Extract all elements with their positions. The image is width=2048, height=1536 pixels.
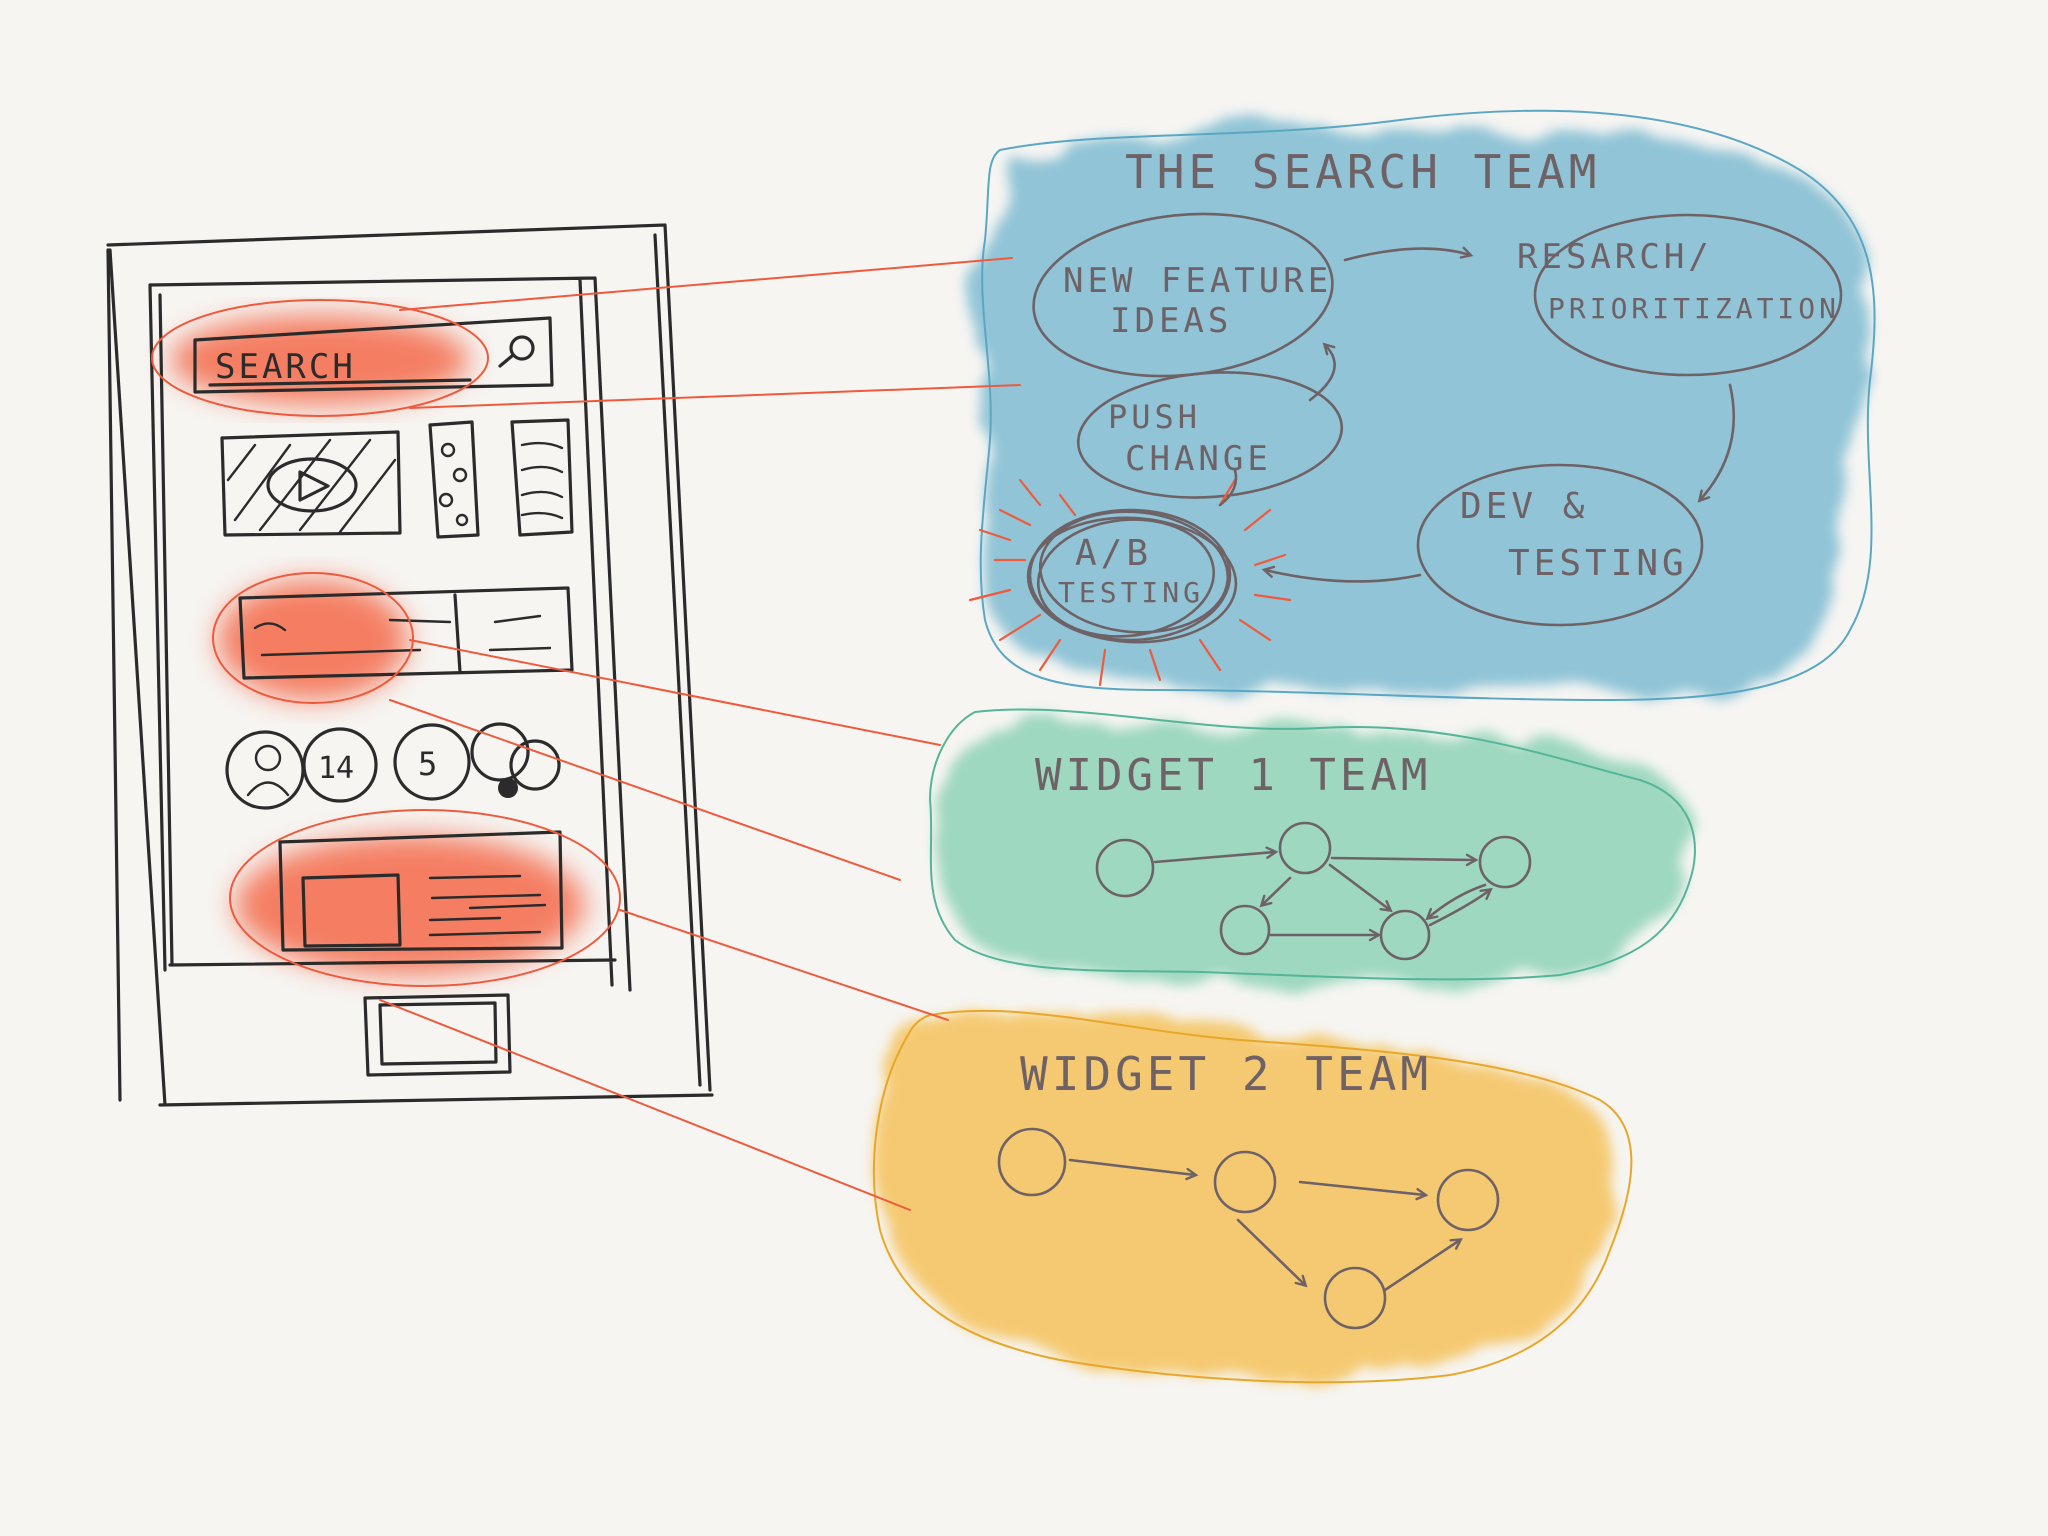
search-connector-bottom [409, 384, 1021, 409]
w1-arrow-ce [1425, 883, 1487, 921]
search-bar-label: SEARCH [215, 347, 356, 387]
widget2-lines [428, 874, 547, 937]
badge-dot [498, 778, 518, 798]
w1-node-d [1219, 904, 1271, 956]
badge-group-b [509, 739, 561, 791]
phone-sketch: SEARCH 14 5 [106, 223, 714, 1107]
avatar-icon [254, 744, 282, 772]
node-ab-testing-line1: A/B [1075, 533, 1152, 574]
node-dev-testing [1416, 463, 1704, 627]
w1-node-b [1278, 821, 1332, 875]
widget1-ring [212, 572, 414, 704]
video-hatching [226, 438, 397, 534]
w1-arrow-ab [1153, 846, 1279, 864]
w2-node-c [1436, 1168, 1500, 1232]
widget1-team-diagram: WIDGET 1 TEAM [1035, 750, 1532, 961]
widget1-connector-bottom [389, 699, 901, 881]
video-thumbnail [220, 430, 402, 537]
widget2-connector-top [619, 909, 949, 1021]
search-team-diagram: THE SEARCH TEAM NEW FEATURE IDEAS RESARC… [968, 145, 1843, 687]
w2-node-a [997, 1127, 1067, 1197]
badge-5 [393, 723, 471, 801]
widget1-team-title: WIDGET 1 TEAM [1035, 750, 1431, 801]
play-icon [298, 470, 330, 502]
w2-node-b [1213, 1150, 1277, 1214]
arrow-research-to-dev [1697, 383, 1736, 503]
badge-group-a [470, 722, 530, 782]
arrow-push-to-ideas [1308, 342, 1336, 402]
dots-card [428, 420, 480, 539]
widget2-connector-bottom [379, 999, 911, 1211]
widget2-team-title: WIDGET 2 TEAM [1020, 1047, 1432, 1101]
node-push-change [1076, 371, 1344, 499]
w1-arrow-bd [1259, 876, 1292, 908]
phone-screen [148, 276, 632, 992]
node-research-line1: RESARCH/ [1517, 237, 1713, 277]
search-ring [151, 299, 489, 417]
badges-row: 14 5 [225, 722, 561, 810]
badge-5-label: 5 [418, 745, 437, 783]
node-ab-testing: A/B TESTING [968, 478, 1292, 687]
badge-14 [302, 727, 378, 803]
node-dev-testing-line1: DEV & [1460, 486, 1588, 527]
search-team-wash [976, 109, 1876, 702]
node-ab-testing-line2: TESTING [1058, 576, 1204, 609]
widget2-sketch [278, 830, 564, 952]
w2-arrow-dc [1383, 1238, 1463, 1292]
widget1-highlight [218, 580, 408, 700]
search-bar [193, 316, 554, 394]
text-card [510, 418, 574, 537]
w1-node-a [1095, 838, 1155, 898]
search-underline [208, 378, 472, 387]
node-research [1533, 213, 1843, 377]
widget2-highlight [235, 835, 585, 975]
widget2-team-wash [872, 1009, 1633, 1384]
connectors [151, 257, 1021, 1211]
widget2-image [301, 873, 402, 948]
w2-node-d [1323, 1266, 1387, 1330]
search-connector-top [399, 257, 1013, 311]
widget2-ring [229, 809, 621, 987]
node-push-change-line2: CHANGE [1125, 439, 1272, 479]
phone-outline [106, 223, 714, 1107]
w2-arrow-bc [1298, 1180, 1429, 1201]
w1-arrow-ec [1428, 887, 1493, 927]
search-icon [498, 335, 535, 368]
w2-arrow-ab [1068, 1158, 1199, 1181]
search-team-title: THE SEARCH TEAM [1125, 145, 1600, 199]
play-button [266, 457, 358, 513]
node-research-line2: PRIORITIZATION [1548, 292, 1840, 325]
w1-node-c [1478, 835, 1532, 889]
w2-arrow-bd [1236, 1218, 1308, 1288]
widget2-team-diagram: WIDGET 2 TEAM [997, 1047, 1500, 1330]
w1-arrow-bc [1330, 853, 1479, 867]
node-dev-testing-line2: TESTING [1508, 543, 1688, 584]
widget1-team-wash [928, 708, 1696, 982]
ab-burst-rays [968, 478, 1292, 687]
arrow-ideas-to-research [1343, 246, 1474, 262]
node-push-change-line1: PUSH [1108, 398, 1201, 436]
arrow-dev-to-ab [1261, 565, 1422, 583]
text-card-lines [520, 441, 564, 520]
badge-14-label: 14 [318, 751, 354, 786]
home-button [363, 993, 512, 1077]
widget1-sketch [238, 586, 574, 680]
w1-arrow-be [1328, 863, 1393, 913]
widget1-connector-top [409, 639, 941, 746]
node-new-feature-line1: NEW FEATURE [1063, 261, 1332, 301]
widget1-lines [253, 614, 552, 657]
arrow-ab-to-push [1218, 468, 1238, 507]
node-new-feature-line2: IDEAS [1110, 301, 1232, 341]
